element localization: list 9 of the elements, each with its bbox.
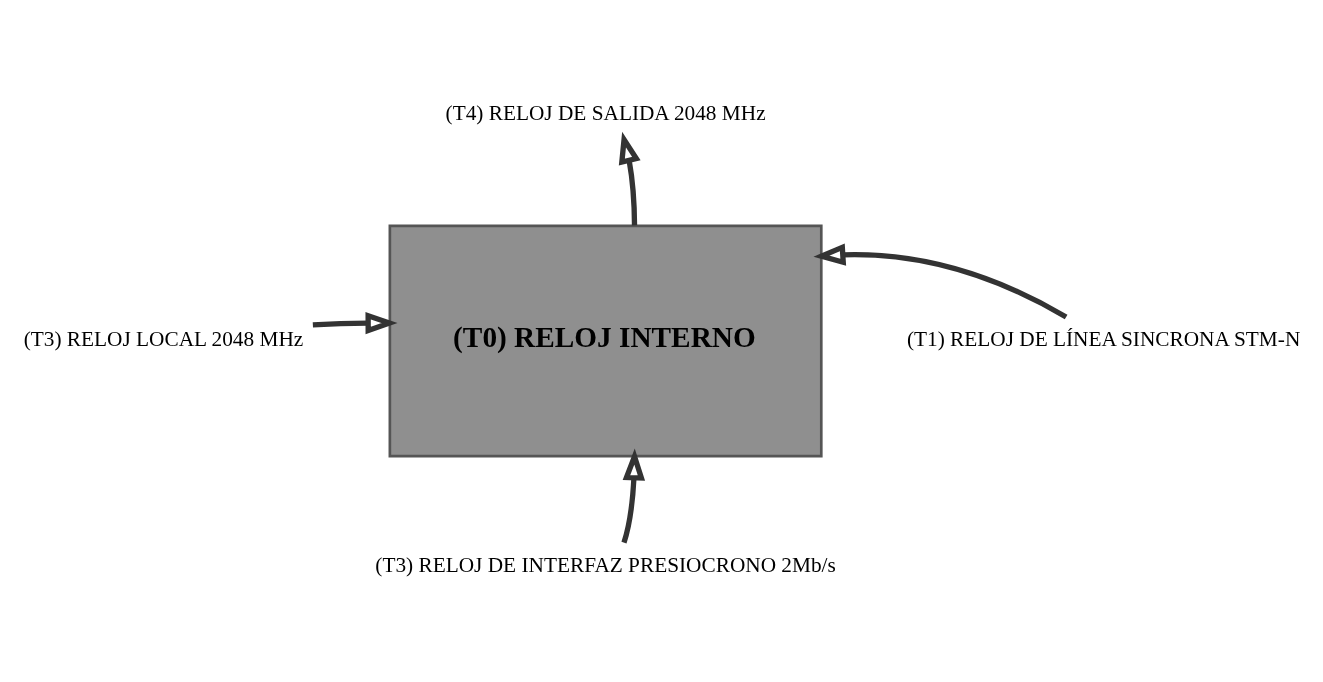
node-text: (T4) RELOJ DE SALIDA 2048 MHz [445,101,766,126]
arrow [813,243,1068,320]
arrow [312,311,398,335]
arrow [621,448,646,544]
arrow [618,131,641,226]
node-text: (T3) RELOJ LOCAL 2048 MHz [23,327,304,352]
node-box: (T0) RELOJ INTERNO [388,224,823,458]
node-text: (T3) RELOJ DE INTERFAZ PRESIOCRONO 2Mb/s [375,552,836,577]
node-text: (T1) RELOJ DE LÍNEA SINCRONA STM-N [906,327,1301,352]
